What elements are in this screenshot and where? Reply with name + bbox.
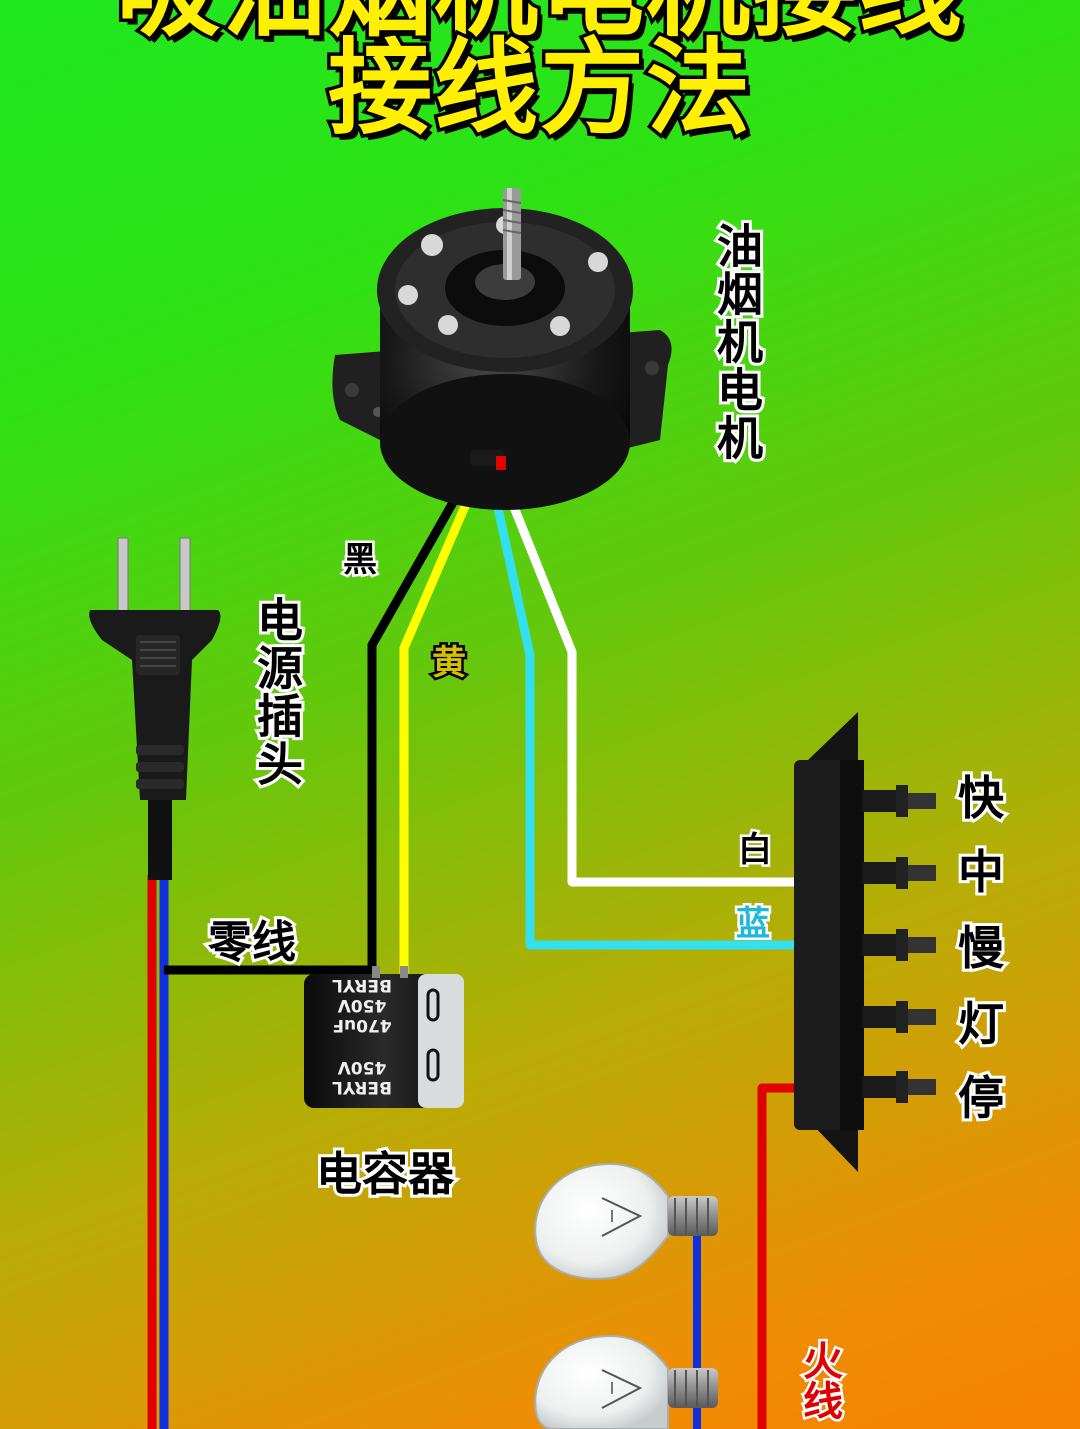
capacitor-brand-top: BERYL bbox=[332, 1077, 392, 1097]
capacitor-voltage: 450V bbox=[337, 995, 386, 1015]
capacitor-capacitance: 470uF bbox=[332, 1015, 391, 1035]
yellow-wire-label: 黄 bbox=[430, 641, 469, 686]
blue-wire bbox=[483, 461, 800, 950]
rotary-switch-icon bbox=[794, 712, 936, 1172]
white-wire bbox=[491, 460, 795, 887]
neutral-branch-wire bbox=[164, 459, 480, 975]
switch-label-fast: 快 bbox=[955, 768, 1007, 828]
capacitor-icon: BERYL 450V 470uF 450V BERYL bbox=[304, 966, 464, 1108]
switch-terminal-light bbox=[862, 1001, 936, 1033]
power-plug-icon bbox=[89, 537, 221, 880]
switch-label-slow: 慢 bbox=[955, 918, 1007, 978]
page-title-top: 吸油烟机电机接线 bbox=[0, 0, 1080, 46]
fan-motor-icon bbox=[332, 188, 672, 510]
switch-terminal-stop bbox=[862, 1071, 936, 1103]
hot-wire-label: 火线 bbox=[794, 1338, 845, 1423]
switch-terminal-slow bbox=[862, 929, 936, 961]
plug-label: 电源插头 bbox=[247, 593, 307, 791]
capacitor-brand: BERYL bbox=[332, 975, 392, 995]
switch-label-stop: 停 bbox=[955, 1068, 1007, 1128]
light-bulb-icon bbox=[534, 1162, 718, 1280]
capacitor-label: 电容器 bbox=[313, 1144, 457, 1204]
neutral-wire-label: 零线 bbox=[205, 914, 299, 971]
switch-label-medium: 中 bbox=[955, 842, 1007, 902]
live-switch-wire bbox=[757, 1083, 800, 1429]
capacitor-voltage-top: 450V bbox=[337, 1057, 386, 1077]
motor-label: 油烟机电机 bbox=[707, 219, 767, 465]
switch-terminal-medium bbox=[862, 857, 936, 889]
black-wire-label: 黑 bbox=[341, 538, 380, 583]
white-wire-label: 白 bbox=[736, 828, 775, 873]
page-title: 接线方法 bbox=[324, 27, 753, 149]
switch-label-light: 灯 bbox=[955, 994, 1007, 1054]
yellow-wire bbox=[399, 460, 489, 975]
switch-terminal-fast bbox=[862, 785, 936, 817]
blue-wire-label: 蓝 bbox=[734, 902, 773, 947]
light-bulb-icon bbox=[534, 1334, 718, 1429]
